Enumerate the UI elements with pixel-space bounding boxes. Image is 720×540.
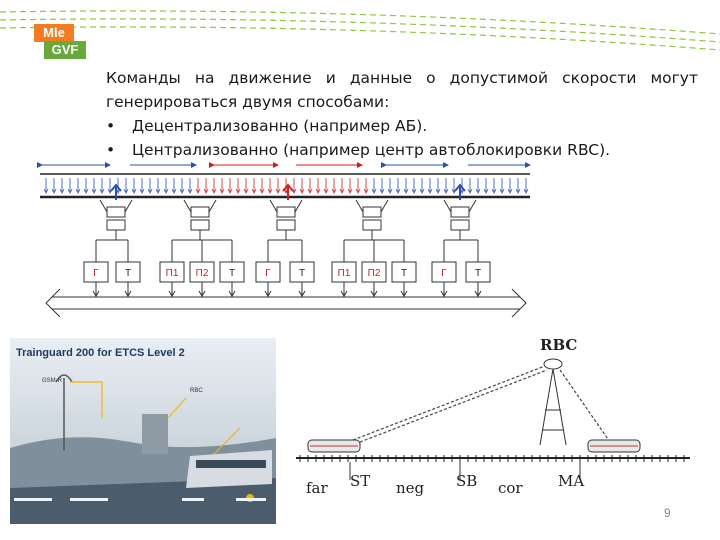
- radio-beams: [352, 365, 611, 443]
- relay-box: Г: [255, 261, 281, 297]
- rbc-label-cor: cor: [498, 479, 523, 497]
- gsmr-label: GSM-R: [42, 378, 63, 384]
- current-arrows: [43, 178, 529, 194]
- bullet-item: Децентрализованно (например АБ).: [106, 114, 698, 138]
- train-icon: [186, 450, 272, 488]
- ab-block-diagram: Г Т П1 П2 Т Г Т П1 П2 Т Г Т: [37, 162, 531, 318]
- rbc-mast-icon: [539, 358, 567, 446]
- relay-box-label: Т: [299, 268, 305, 279]
- rbc-label: RBC: [190, 388, 203, 394]
- rbc-label-ST: ST: [350, 472, 370, 490]
- rbc-label-SB: SB: [456, 472, 477, 490]
- logo-bottom-text: GVF: [44, 41, 86, 59]
- relay-box: П2: [361, 261, 387, 297]
- caption-bar: [236, 498, 266, 501]
- rbc-building-icon: [142, 414, 168, 454]
- train-right-icon: [587, 439, 641, 453]
- relay-box-label: Г: [93, 268, 99, 279]
- page-number: 9: [664, 506, 671, 520]
- train-left-icon: [307, 439, 361, 453]
- relay-box-label: П1: [338, 268, 351, 279]
- signal-right: [454, 183, 466, 200]
- caption-bar: [70, 498, 108, 501]
- relay-box: П2: [189, 261, 215, 297]
- relay-boxes: Г Т П1 П2 Т Г Т П1 П2 Т Г Т: [83, 239, 491, 297]
- relay-box: Т: [289, 261, 315, 297]
- trainguard-title: Trainguard 200 for ETCS Level 2: [16, 347, 185, 359]
- bullet-item: Централизованно (например центр автоблок…: [106, 138, 698, 162]
- signal-middle: [282, 183, 294, 200]
- rbc-label-far: far: [306, 479, 328, 497]
- rbc-label-MA: MA: [558, 472, 584, 490]
- relay-box-label: П1: [166, 268, 179, 279]
- relay-box: П1: [331, 261, 357, 297]
- relay-box-label: Г: [265, 268, 271, 279]
- relay-box-label: П2: [196, 268, 209, 279]
- trainguard-illustration: Trainguard 200 for ETCS Level 2 GSM-R RB…: [10, 338, 276, 524]
- relay-box-label: Т: [401, 268, 407, 279]
- header-decoration: [0, 10, 720, 51]
- relay-box: Т: [465, 261, 491, 297]
- relay-box: Г: [431, 261, 457, 297]
- relay-box: Т: [219, 261, 245, 297]
- mlegvf-logo: Mle GVF: [34, 24, 86, 59]
- data-bus: [45, 288, 527, 318]
- rbc-title: RBC: [540, 336, 577, 354]
- relay-box: Т: [391, 261, 417, 297]
- relay-box-label: Г: [441, 268, 447, 279]
- rbc-label-neg: neg: [396, 479, 425, 497]
- braking-curves: [349, 462, 581, 480]
- gsmr-mast-icon: [55, 374, 73, 450]
- relay-box-label: Т: [125, 268, 131, 279]
- radio-links: [70, 381, 241, 459]
- relay-box-label: Т: [229, 268, 235, 279]
- rbc-diagram: RBC far ST neg SB cor MA: [296, 336, 690, 497]
- relay-box: П1: [159, 261, 185, 297]
- track-circuit-units: [99, 199, 477, 240]
- relay-box-label: Т: [475, 268, 481, 279]
- intro-text: Команды на движение и данные о допустимо…: [106, 69, 698, 111]
- relay-box: Г: [83, 261, 109, 297]
- caption-bar: [182, 498, 204, 501]
- slide-text: Команды на движение и данные о допустимо…: [106, 66, 698, 162]
- bullet-list: Децентрализованно (например АБ). Централ…: [106, 114, 698, 162]
- relay-box-label: П2: [368, 268, 381, 279]
- signal-left: [110, 183, 122, 200]
- caption-bar: [14, 498, 52, 501]
- logo-top-text: Mle: [34, 24, 74, 42]
- relay-box: Т: [115, 261, 141, 297]
